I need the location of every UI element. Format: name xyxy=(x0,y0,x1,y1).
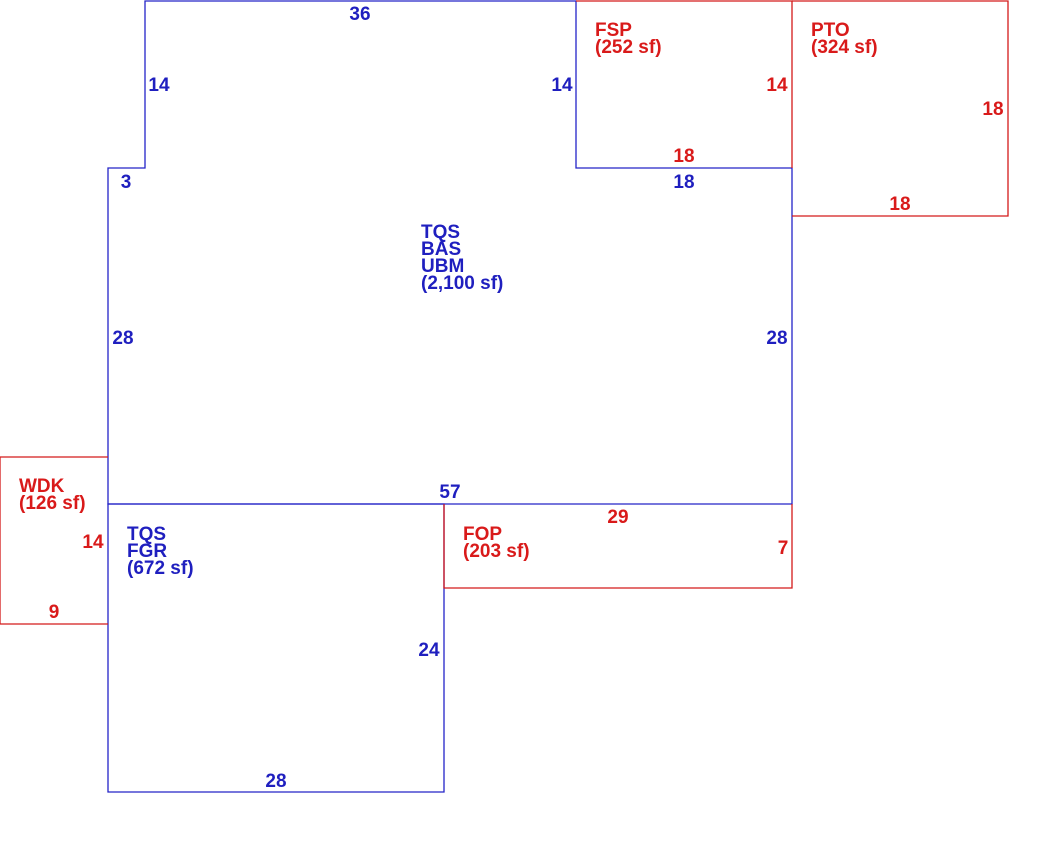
dim-garage-bottom: 28 xyxy=(265,771,286,792)
fop-outline xyxy=(443,504,793,589)
main-area-code-2: BAS xyxy=(421,239,461,260)
dim-main-step: 3 xyxy=(121,172,132,193)
dim-pto-right: 18 xyxy=(982,99,1003,120)
garage-code-1: TQS xyxy=(127,524,166,545)
fsp-size: (252 sf) xyxy=(595,37,662,58)
dim-fop-top: 29 xyxy=(607,507,628,528)
garage-size: (672 sf) xyxy=(127,558,194,579)
pto-code: PTO xyxy=(811,20,850,41)
fop-code: FOP xyxy=(463,524,502,545)
dim-fsp-bottom: 18 xyxy=(673,146,694,167)
wdk-size: (126 sf) xyxy=(19,493,86,514)
dim-main-fsp-left: 14 xyxy=(551,75,573,96)
garage-outline xyxy=(107,503,445,793)
fsp-code: FSP xyxy=(595,20,632,41)
main-area-code-3: UBM xyxy=(421,256,464,277)
fop-size: (203 sf) xyxy=(463,541,530,562)
pto-outline xyxy=(792,0,1009,217)
wdk-outline xyxy=(0,456,108,625)
wdk-code: WDK xyxy=(19,476,65,497)
dim-main-top: 36 xyxy=(349,4,370,25)
dim-main-bottom: 57 xyxy=(439,482,460,503)
dim-wdk-right: 14 xyxy=(82,532,104,553)
dim-fsp-right: 14 xyxy=(766,75,788,96)
dim-main-upper-left: 14 xyxy=(148,75,170,96)
dim-fop-right: 7 xyxy=(778,538,789,559)
main-area-code-1: TQS xyxy=(421,222,460,243)
dim-wdk-bottom: 9 xyxy=(49,602,60,623)
dim-pto-bottom: 18 xyxy=(889,194,910,215)
pto-size: (324 sf) xyxy=(811,37,878,58)
main-area-size: (2,100 sf) xyxy=(421,273,503,294)
garage-code-2: FGR xyxy=(127,541,167,562)
dim-main-right: 28 xyxy=(766,328,787,349)
dim-main-fsp-bottom: 18 xyxy=(673,172,694,193)
dim-main-left: 28 xyxy=(112,328,133,349)
dim-garage-right: 24 xyxy=(418,640,440,661)
